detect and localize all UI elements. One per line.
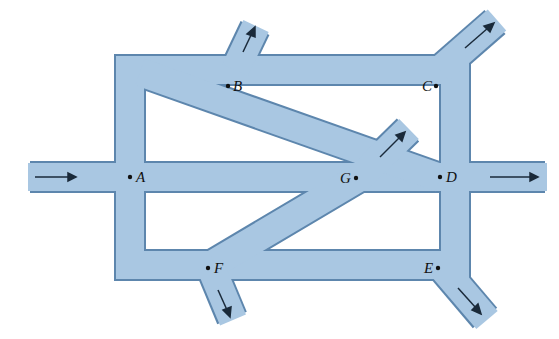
pipe-fill bbox=[28, 20, 547, 320]
junction-label: D bbox=[446, 170, 457, 185]
flow-arrows bbox=[35, 23, 538, 317]
junction-label: C bbox=[422, 79, 432, 94]
junction-dots bbox=[128, 84, 442, 270]
junction-label: G bbox=[340, 171, 351, 186]
junction-label: F bbox=[214, 261, 223, 276]
junction-label: B bbox=[233, 79, 242, 94]
junction-label: E bbox=[424, 261, 433, 276]
junction-label: A bbox=[136, 170, 145, 185]
